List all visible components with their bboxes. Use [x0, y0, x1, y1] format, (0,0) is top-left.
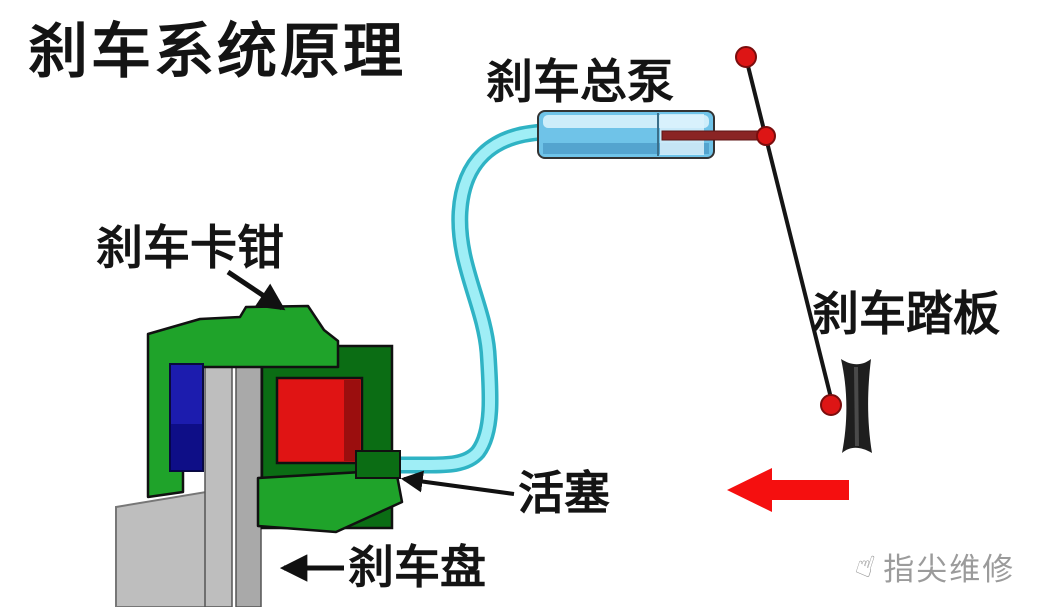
page-title: 刹车系统原理	[28, 18, 406, 85]
caliper-piston-red-shade	[344, 380, 360, 461]
brake-pad-blue-shade	[170, 424, 203, 471]
label-brake-caliper: 刹车卡钳	[96, 221, 284, 274]
master-cylinder-shade	[543, 143, 709, 154]
piston-pointer-line	[400, 470, 515, 496]
watermark: ☝ 指尖维修	[851, 544, 1016, 589]
label-master-cylinder: 刹车总泵	[486, 55, 674, 108]
label-brake-disc: 刹车盘	[348, 541, 486, 593]
push-rod	[661, 130, 769, 141]
force-arrow	[727, 468, 849, 512]
label-brake-pedal: 刹车踏板	[812, 287, 1000, 340]
brake-line-tube	[367, 127, 550, 471]
rod-joint	[756, 126, 776, 146]
pedal-lever	[744, 57, 835, 407]
label-piston: 活塞	[518, 467, 610, 519]
brake-line-outline	[363, 123, 554, 474]
caliper-body	[146, 304, 340, 499]
hand-icon: ☝	[851, 547, 881, 586]
brake-disc-hub	[115, 490, 207, 607]
brake-disc-plate-front	[204, 363, 233, 607]
pedal-pad-highlight	[854, 366, 859, 447]
caliper-pointer-arrow	[226, 269, 286, 311]
caliper-inlet-port	[355, 450, 401, 479]
watermark-text: 指尖维修	[883, 552, 1016, 587]
lever-pivot-top	[735, 46, 757, 68]
pedal-joint	[820, 394, 842, 416]
